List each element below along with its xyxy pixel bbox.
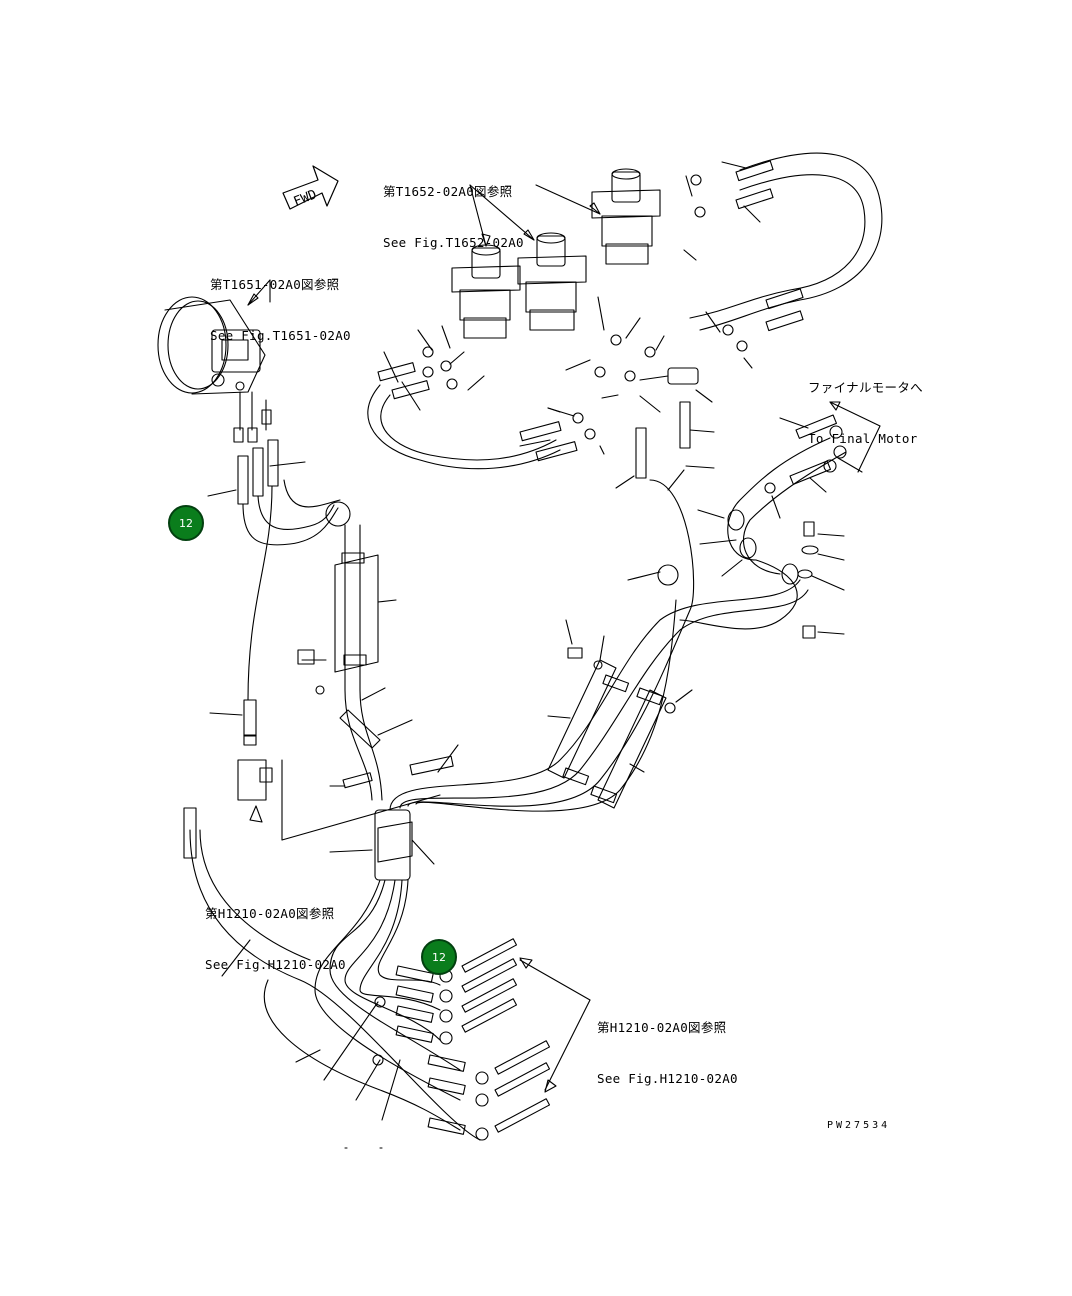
fwd-arrow-icon: FWD xyxy=(282,165,339,210)
callout-badge-12-lower[interactable]: 12 xyxy=(421,939,457,975)
ref-h1210-right: 第H1210-02A0図参照 See Fig.H1210-02A0 xyxy=(597,985,738,1121)
ref-h1210-left-jp: 第H1210-02A0図参照 xyxy=(205,906,335,921)
right-hose-group xyxy=(679,401,881,639)
ref-t1652: 第T1652-02A0図参照 See Fig.T1652-02A0 xyxy=(383,149,524,285)
lower-fittings-cluster xyxy=(395,938,591,1141)
drawing-code: PW27534 xyxy=(827,1120,891,1131)
swivel-joint-assembly xyxy=(451,168,661,339)
ref-final-motor-jp: ファイナルモータへ xyxy=(808,380,923,395)
ref-h1210-left-en: See Fig.H1210-02A0 xyxy=(205,957,346,972)
callout-badge-12-upper[interactable]: 12 xyxy=(168,505,204,541)
ref-h1210-left: 第H1210-02A0図参照 See Fig.H1210-02A0 xyxy=(205,871,346,1007)
upper-hose-loop xyxy=(367,152,883,491)
ref-final-motor: ファイナルモータへ To Final Motor xyxy=(808,345,923,481)
ref-t1651: 第T1651-02A0図参照 See Fig.T1651-02A0 xyxy=(210,242,351,378)
center-left-clamp-group xyxy=(183,524,459,859)
ref-t1652-en: See Fig.T1652-02A0 xyxy=(383,235,524,250)
left-hose-group xyxy=(207,439,351,701)
lower-hose-bundle xyxy=(189,479,809,1149)
ref-h1210-right-jp: 第H1210-02A0図参照 xyxy=(597,1020,727,1035)
ref-final-motor-en: To Final Motor xyxy=(808,431,918,446)
ref-t1651-jp: 第T1651-02A0図参照 xyxy=(210,277,340,292)
center-clamp-group xyxy=(547,564,693,809)
ref-t1651-en: See Fig.T1651-02A0 xyxy=(210,328,351,343)
ref-h1210-right-en: See Fig.H1210-02A0 xyxy=(597,1071,738,1086)
ref-t1652-jp: 第T1652-02A0図参照 xyxy=(383,184,513,199)
fwd-label: FWD xyxy=(292,187,320,210)
final-motor-assembly xyxy=(157,279,272,443)
